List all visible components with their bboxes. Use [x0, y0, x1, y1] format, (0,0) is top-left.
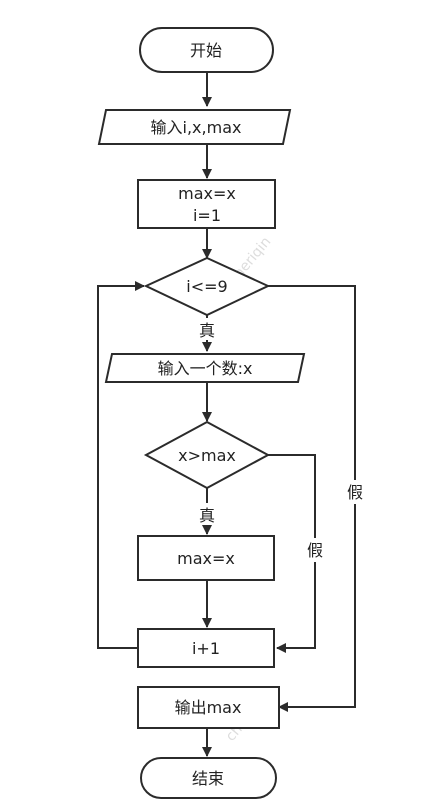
init-node	[137, 179, 276, 229]
label-bg-compare-false	[306, 538, 324, 562]
start-node	[139, 27, 274, 73]
end-label: 结束	[192, 769, 224, 788]
assign-max-label: max=x	[177, 549, 235, 568]
edge-label-loop-true: 真	[199, 321, 215, 340]
output-node	[137, 686, 280, 729]
connector-loop-false	[268, 285, 356, 712]
end-node	[140, 757, 277, 799]
edge-label-compare-true: 真	[199, 506, 215, 525]
start-label: 开始	[190, 41, 222, 60]
edge-label-loop-false: 假	[347, 483, 363, 502]
label-bg-loop-false	[346, 480, 364, 504]
input-number-label: 输入一个数:x	[158, 359, 253, 378]
input-vars-node	[97, 109, 292, 145]
increment-label: i+1	[192, 639, 220, 658]
output-label: 输出max	[175, 698, 242, 717]
init-label-line2: i=1	[193, 206, 221, 225]
compare-condition-label: x>max	[178, 446, 236, 465]
connector-loop-back	[97, 281, 145, 649]
label-bg-loop-true	[198, 318, 216, 340]
input-vars-label: 输入i,x,max	[151, 118, 242, 137]
input-number-node	[104, 353, 306, 383]
loop-condition-label: i<=9	[186, 277, 227, 296]
assign-max-node	[137, 535, 275, 581]
init-label-line1: max=x	[178, 184, 236, 203]
edge-label-compare-false: 假	[307, 541, 323, 560]
label-bg-compare-true	[198, 503, 216, 525]
compare-condition-node	[143, 420, 271, 490]
increment-node	[137, 628, 275, 668]
loop-condition-node	[143, 256, 271, 317]
